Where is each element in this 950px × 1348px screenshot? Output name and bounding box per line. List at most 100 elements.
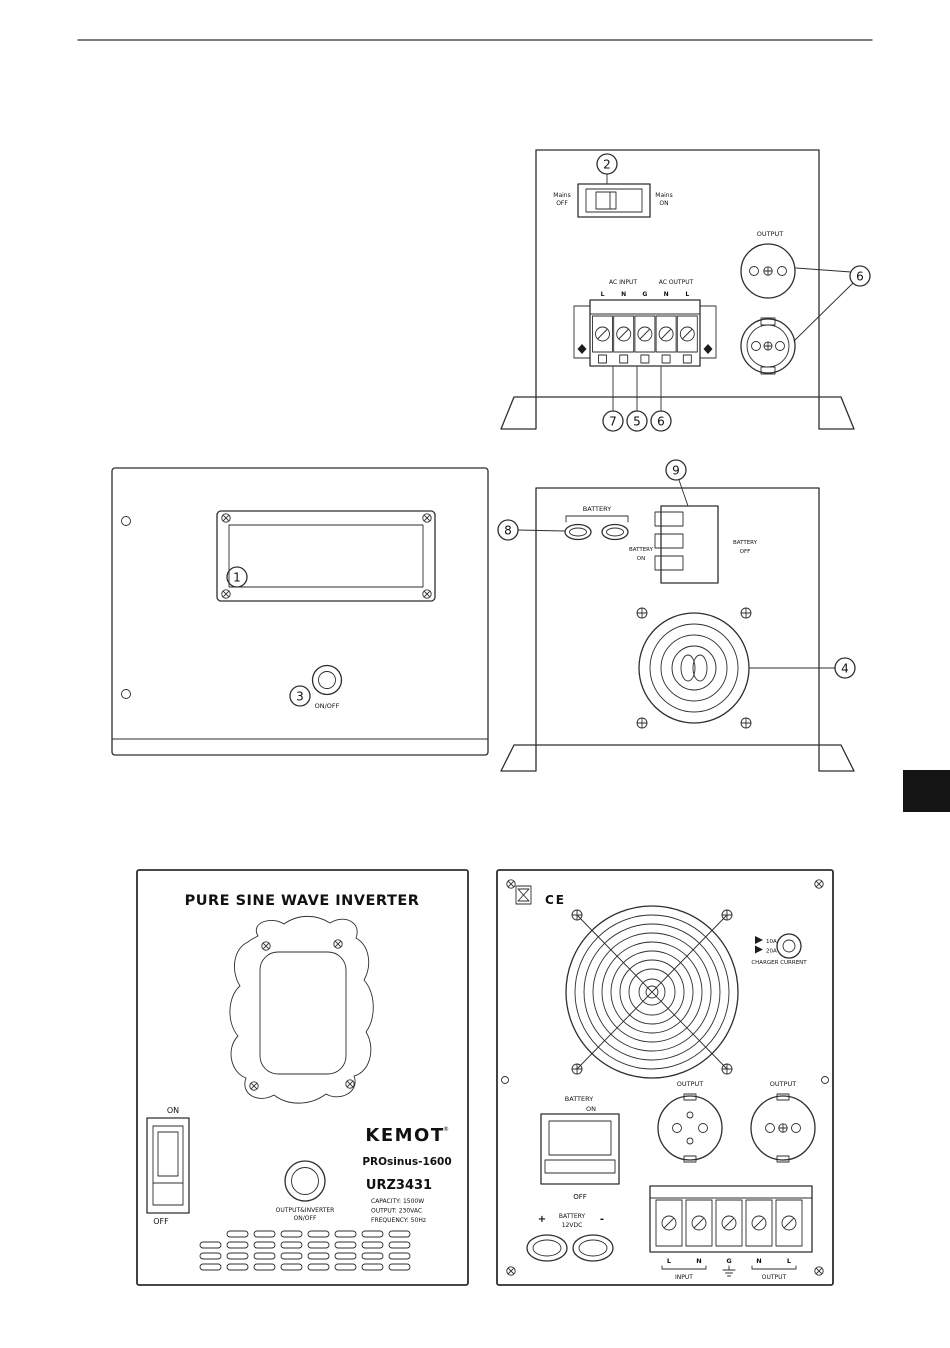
power-button-label: ON/OFF xyxy=(315,702,340,710)
fan-screw-icon xyxy=(740,607,752,619)
spec-line: FREQUENCY: 50Hz xyxy=(371,1217,426,1224)
inverter-button-label-line2: ON/OFF xyxy=(294,1215,317,1222)
battery-switch-off-label: OFF xyxy=(573,1193,587,1201)
callout-leader-lines xyxy=(793,267,854,342)
fan-hub xyxy=(680,654,696,682)
socket-pin-hole xyxy=(775,341,785,351)
battery-minus-label: - xyxy=(600,1214,604,1225)
spec-line: OUTPUT: 230VAC xyxy=(371,1208,422,1215)
shield-screw-icon xyxy=(261,941,271,951)
terminal-letter: N xyxy=(756,1257,761,1265)
vent-slot xyxy=(280,1252,303,1260)
lcd-screw-icon xyxy=(221,513,231,523)
callout-7-number: 7 xyxy=(609,415,617,429)
rear-panel-body xyxy=(535,149,820,398)
fan-screw-icon xyxy=(721,1063,733,1075)
callout-5-badge: 5 xyxy=(626,410,648,432)
fan-guard-cross xyxy=(576,914,728,1070)
vent-slot xyxy=(226,1252,249,1260)
terminal-cells xyxy=(592,315,698,353)
breaker-slats xyxy=(654,511,684,571)
terminal-screw-icon xyxy=(658,326,674,342)
vent-slot xyxy=(307,1263,330,1271)
vent-slot xyxy=(199,1263,222,1271)
round-output-socket xyxy=(740,243,796,299)
shield-screw-icon xyxy=(345,1079,355,1089)
mounting-feet xyxy=(500,396,855,430)
socket-pin-hole xyxy=(777,266,787,276)
hourglass-icon xyxy=(515,885,532,905)
vent-slot xyxy=(307,1230,330,1238)
fan-screw-icon xyxy=(571,1063,583,1075)
vent-slot xyxy=(199,1252,222,1260)
panel-screw-icon xyxy=(814,1266,824,1276)
output-label: OUTPUT xyxy=(757,230,784,238)
vent-slot xyxy=(307,1241,330,1249)
panel-screw-hole xyxy=(121,516,131,526)
terminal-letter: L xyxy=(685,291,689,298)
terminal-screw-icon xyxy=(637,326,653,342)
battery-off-label-line1: BATTERY xyxy=(733,540,758,546)
battery-switch-label-line2: ON xyxy=(586,1105,596,1113)
inverter-button-label-line1: OUTPUT&INVERTER xyxy=(276,1207,335,1214)
callout-5-number: 5 xyxy=(633,415,641,429)
callout-3-badge: 3 xyxy=(289,685,311,707)
callout-4-badge: 4 xyxy=(749,657,856,679)
vent-slot xyxy=(388,1252,411,1260)
battery-terminal-positive xyxy=(526,1234,568,1262)
earth-pin-icon xyxy=(763,266,773,276)
vent-slot xyxy=(253,1263,276,1271)
front-panel-body xyxy=(111,467,489,756)
terminal-screw-icon xyxy=(661,1215,677,1231)
callout-6b-number: 6 xyxy=(657,415,665,429)
charger-option-10a: 10A xyxy=(766,939,777,945)
vent-slot xyxy=(280,1241,303,1249)
panel-screw-icon xyxy=(814,879,824,889)
charger-current-label: CHARGER CURRENT xyxy=(751,960,807,966)
panel-screw-icon xyxy=(506,1266,516,1276)
callout-7-badge: 7 xyxy=(602,410,624,432)
rear-top-diagram: 2 Mains OFF Mains ON OUTPUT xyxy=(500,149,871,432)
output-socket-right xyxy=(750,1093,816,1163)
terminal-screw-icon xyxy=(781,1215,797,1231)
battery-switch xyxy=(540,1113,620,1185)
socket-pin-hole xyxy=(791,1123,801,1133)
io-brackets xyxy=(661,1265,797,1270)
panel-screw-hole xyxy=(121,689,131,699)
vent-slot xyxy=(388,1263,411,1271)
socket-pin-hole xyxy=(751,341,761,351)
callout-leader-line xyxy=(517,529,565,532)
product-code: URZ3431 xyxy=(366,1178,432,1193)
battery-select-buttons xyxy=(564,523,629,541)
input-label: INPUT xyxy=(675,1274,693,1281)
brand-registered-mark: ® xyxy=(443,1126,449,1133)
ac-output-label: AC OUTPUT xyxy=(659,279,694,286)
battery-on-label-line2: ON xyxy=(637,556,645,562)
fan-screw-icon xyxy=(636,717,648,729)
mounting-diamond-icon xyxy=(577,344,713,354)
mains-off-label-line2: OFF xyxy=(556,200,568,207)
vent-slot xyxy=(253,1252,276,1260)
vent-slot xyxy=(334,1230,357,1238)
battery-breaker-switch xyxy=(654,505,719,584)
lcd-screw-icon xyxy=(422,589,432,599)
mains-on-label-line2: ON xyxy=(659,200,668,207)
vent-slot xyxy=(388,1230,411,1238)
callout-9-number: 9 xyxy=(672,464,680,478)
battery-plus-label: + xyxy=(538,1214,546,1225)
terminal-cells xyxy=(655,1199,803,1247)
output-bottom-label: OUTPUT xyxy=(762,1274,787,1281)
vent-slot xyxy=(361,1252,384,1260)
vent-slot xyxy=(361,1241,384,1249)
battery-switch-label-line1: BATTERY xyxy=(565,1095,593,1103)
brand-logo: KEMOT xyxy=(365,1125,444,1146)
earth-pin-icon xyxy=(763,341,773,351)
fan-screw-icon xyxy=(740,717,752,729)
shield-screw-icon xyxy=(333,939,343,949)
rear-panel-body xyxy=(535,487,820,746)
callout-8-badge: 8 xyxy=(497,519,565,541)
socket-pin-hole xyxy=(686,1111,694,1119)
ground-icon xyxy=(722,1265,736,1277)
callout-8-number: 8 xyxy=(504,524,512,538)
vent-slot xyxy=(253,1241,276,1249)
